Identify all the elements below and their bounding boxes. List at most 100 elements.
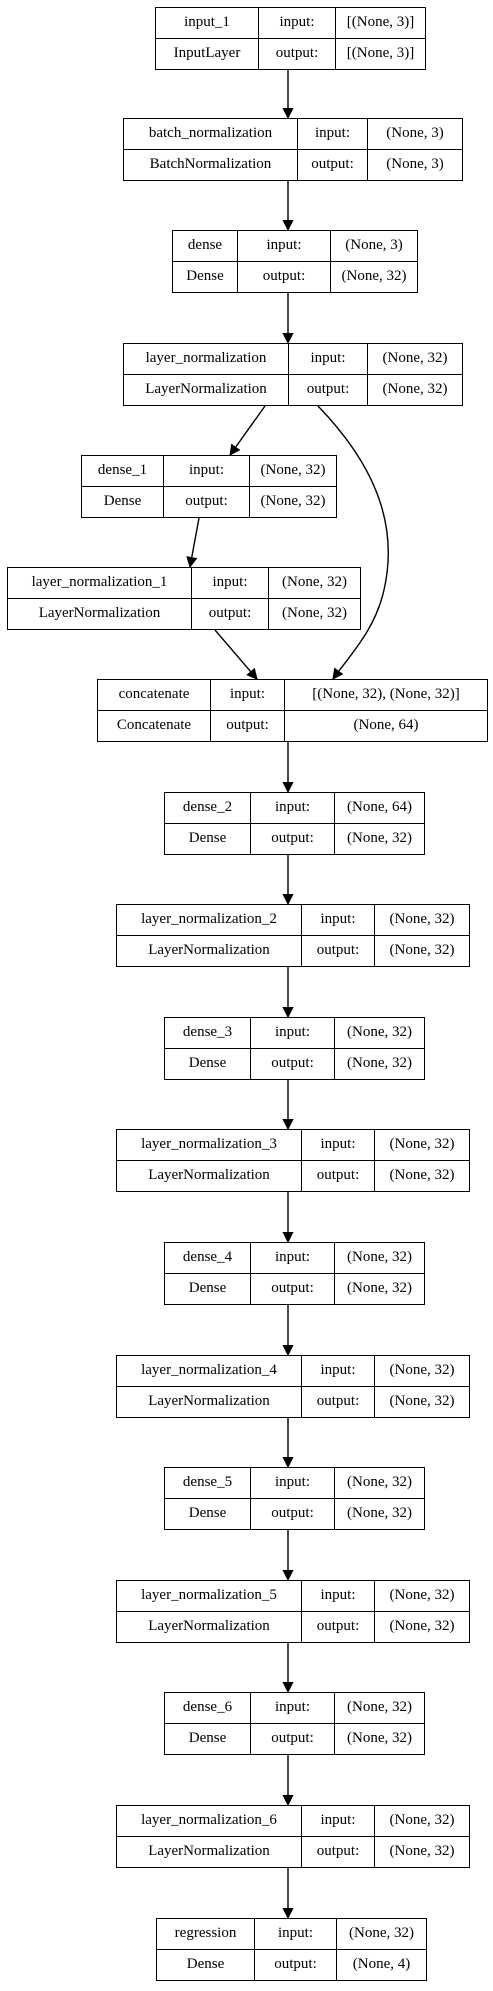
input-label: input: (302, 1806, 375, 1837)
output-shape: (None, 32) (282, 605, 347, 622)
layer-name: dense_4 (165, 1243, 251, 1274)
edge-layer-normalization-to-concatenate (317, 405, 389, 680)
output-shape: (None, 32) (389, 1167, 455, 1184)
output-shape: (None, 32) (382, 381, 448, 398)
input-shape: (None, 32) (335, 1018, 424, 1049)
input-shape: (None, 32) (335, 1693, 424, 1724)
layer-name: dense_6 (165, 1693, 251, 1724)
input-label: input: (302, 1581, 375, 1612)
layer-name: dense_1 (82, 456, 164, 487)
layer-name: dense_5 (165, 1468, 251, 1499)
input-shape: (None, 32) (375, 1806, 469, 1837)
layer-type: LayerNormalization (124, 374, 289, 405)
layer-type: Dense (165, 1498, 251, 1529)
input-shape: (None, 32) (335, 1243, 424, 1274)
input-shape: (None, 32) (250, 456, 336, 487)
input-shape: [(None, 3)] (336, 8, 425, 39)
output-shape: (None, 32) (389, 1393, 455, 1410)
input-label: input: (302, 1130, 375, 1161)
output-shape: [(None, 3)] (346, 45, 415, 62)
output-label: output: (251, 1498, 335, 1529)
output-shape: (None, 32) (389, 1843, 455, 1860)
input-shape: (None, 32) (368, 344, 462, 375)
output-label: output: (302, 1611, 375, 1642)
input-label: input: (302, 1356, 375, 1387)
layer-type: Dense (165, 1723, 251, 1754)
input-shape: (None, 32) (375, 1130, 469, 1161)
input-label: input: (251, 793, 335, 824)
layer-type: Dense (165, 1273, 251, 1304)
layer-name: batch_normalization (124, 119, 298, 150)
output-shape: (None, 64) (353, 717, 419, 734)
layer-type: LayerNormalization (117, 1386, 302, 1417)
output-label: output: (302, 1160, 375, 1191)
input-label: input: (211, 680, 285, 711)
output-shape: (None, 32) (347, 1280, 412, 1297)
layer-type: LayerNormalization (117, 1160, 302, 1191)
output-label: output: (251, 823, 335, 854)
output-shape: (None, 32) (389, 942, 455, 959)
layer-type: LayerNormalization (117, 1611, 302, 1642)
output-label: output: (298, 149, 368, 180)
output-label: output: (211, 710, 285, 741)
input-shape: (None, 32) (269, 568, 360, 599)
layer-name: layer_normalization_6 (117, 1806, 302, 1837)
input-shape: (None, 32) (335, 1468, 424, 1499)
input-label: input: (289, 344, 368, 375)
layer-name: layer_normalization_1 (8, 568, 192, 599)
output-label: output: (164, 486, 250, 517)
output-shape: (None, 32) (260, 493, 326, 510)
output-label: output: (255, 1949, 337, 1980)
input-label: input: (259, 8, 336, 39)
output-label: output: (251, 1273, 335, 1304)
edge-layer-normalization-1-to-concatenate (214, 629, 258, 680)
output-shape: (None, 32) (347, 1505, 412, 1522)
input-label: input: (302, 905, 375, 936)
layer-name: layer_normalization (124, 344, 289, 375)
output-label: output: (302, 935, 375, 966)
output-shape: (None, 32) (347, 1730, 412, 1747)
input-shape: (None, 64) (335, 793, 424, 824)
output-shape: (None, 32) (347, 830, 412, 847)
input-shape: (None, 3) (368, 119, 462, 150)
input-label: input: (238, 231, 331, 262)
layer-type: Dense (157, 1949, 255, 1980)
input-shape: [(None, 32), (None, 32)] (285, 680, 487, 711)
layer-type: Dense (165, 823, 251, 854)
output-label: output: (259, 38, 336, 69)
output-shape: (None, 32) (389, 1618, 455, 1635)
input-shape: (None, 32) (337, 1919, 426, 1950)
input-label: input: (192, 568, 269, 599)
output-shape: (None, 32) (341, 268, 407, 285)
layer-name: layer_normalization_3 (117, 1130, 302, 1161)
output-shape: (None, 4) (352, 1956, 411, 1973)
layer-type: Concatenate (98, 710, 211, 741)
layer-name: regression (157, 1919, 255, 1950)
layer-name: layer_normalization_2 (117, 905, 302, 936)
output-label: output: (192, 598, 269, 629)
input-label: input: (298, 119, 368, 150)
input-label: input: (251, 1693, 335, 1724)
input-shape: (None, 32) (375, 905, 469, 936)
layer-name: dense_2 (165, 793, 251, 824)
layer-type: Dense (173, 261, 238, 292)
layer-type: LayerNormalization (117, 935, 302, 966)
output-label: output: (302, 1836, 375, 1867)
layer-name: layer_normalization_5 (117, 1581, 302, 1612)
